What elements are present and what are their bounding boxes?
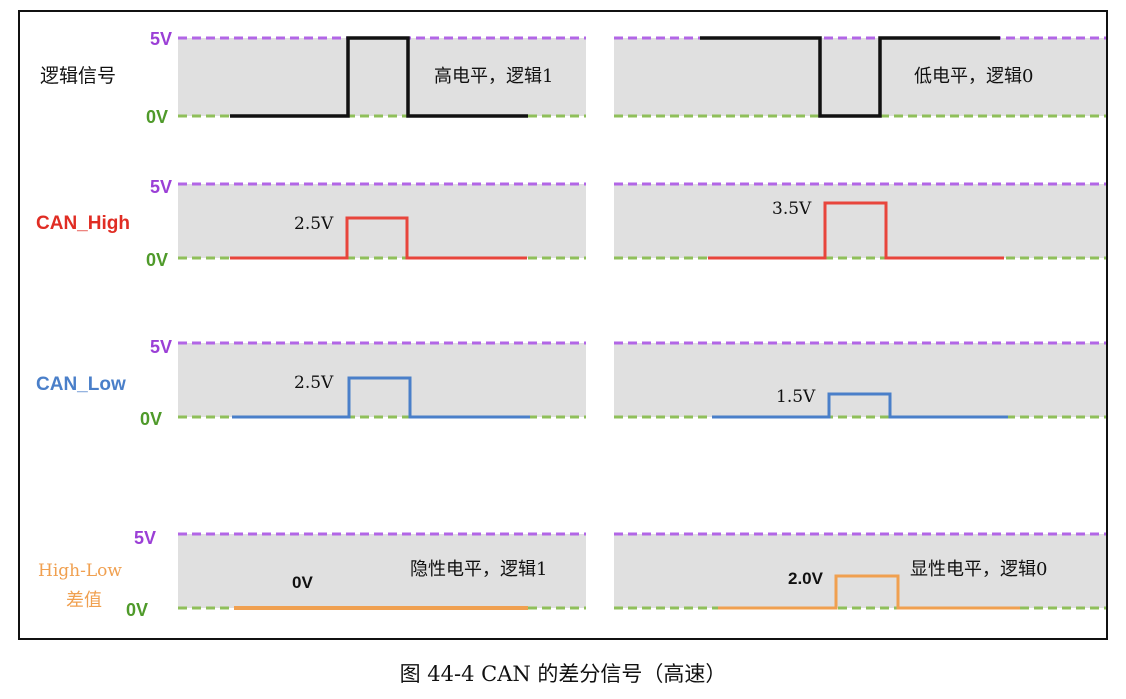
band-diff-right [614, 534, 1106, 608]
label-5v-row-can-low: 5V [150, 337, 172, 357]
value-label-can-low-left: 2.5V [294, 373, 334, 393]
row-can-high: 5V 0V CAN_High 2.5V 3.5V [36, 177, 1106, 270]
annotation-diff-right: 显性电平，逻辑0 [910, 559, 1047, 580]
band-can-high-right [614, 184, 1106, 258]
waveform-logic-left [230, 36, 528, 118]
figure-caption: 图 44-4 CAN 的差分信号（高速） [399, 662, 727, 686]
value-label-can-high-left: 2.5V [294, 214, 334, 234]
label-5v-row-can-high: 5V [150, 177, 172, 197]
row-label-logic: 逻辑信号 [40, 65, 116, 87]
label-5v-row-logic: 5V [150, 29, 172, 49]
waveform-can-low-left [232, 376, 530, 419]
annotation-logic-left: 高电平，逻辑1 [434, 66, 553, 87]
label-0v-row-can-low: 0V [140, 409, 162, 429]
waveform-can-high-left [230, 216, 527, 260]
waveform-logic-right [700, 36, 1000, 118]
row-label-can-high: CAN_High [36, 213, 130, 234]
label-0v-row-can-high: 0V [146, 250, 168, 270]
row-diff: 5V 0V High-Low 差值 0V 2.0V 隐性电平，逻辑1 显性电平，… [38, 528, 1106, 620]
label-5v-row-diff: 5V [134, 528, 156, 548]
value-label-can-high-right: 3.5V [772, 199, 812, 219]
band-logic-right [614, 38, 1106, 116]
band-logic-left [178, 38, 586, 116]
label-0v-row-logic: 0V [146, 107, 168, 127]
value-label-can-low-right: 1.5V [776, 387, 816, 407]
row-label-diff-line1: High-Low [38, 561, 122, 581]
label-0v-row-diff: 0V [126, 600, 148, 620]
row-logic: 5V 0V 逻辑信号 高电平，逻辑1 低电平，逻辑0 [40, 29, 1106, 127]
band-can-low-left [178, 343, 586, 417]
row-label-can-low: CAN_Low [36, 374, 126, 395]
row-label-diff-line2: 差值 [66, 590, 102, 611]
band-can-low-right [614, 343, 1106, 417]
band-diff-left [178, 534, 586, 608]
band-can-high-left [178, 184, 586, 258]
value-label-diff-right: 2.0V [788, 569, 824, 588]
waveform-can-high-right [708, 201, 1004, 260]
row-can-low: 5V 0V CAN_Low 2.5V 1.5V [36, 337, 1106, 429]
annotation-logic-right: 低电平，逻辑0 [914, 66, 1033, 87]
value-label-diff-left: 0V [292, 573, 313, 592]
annotation-diff-left: 隐性电平，逻辑1 [410, 559, 547, 580]
waveform-diff-right [718, 574, 1020, 610]
waveform-can-low-right [712, 392, 1008, 419]
